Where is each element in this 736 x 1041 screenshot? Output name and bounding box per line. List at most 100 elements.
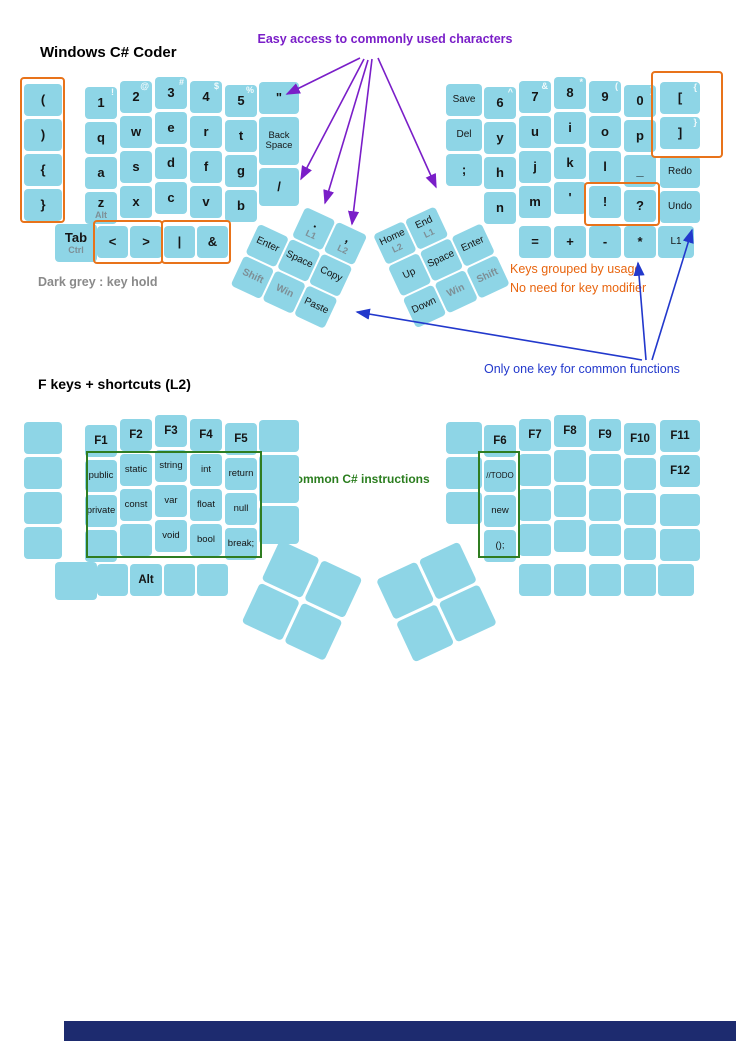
key-equals[interactable]: = [519, 226, 551, 258]
key-7[interactable]: &7 [519, 81, 551, 113]
key-f5[interactable]: F5 [225, 423, 257, 455]
key-int[interactable]: int [190, 454, 222, 486]
key-del[interactable]: Del [446, 119, 482, 151]
key-y[interactable]: y [484, 122, 516, 154]
key-f[interactable]: f [190, 151, 222, 183]
key-i[interactable]: i [554, 112, 586, 144]
key-todo-comment[interactable]: //TODO [484, 460, 516, 492]
key-close-paren[interactable]: ) [24, 119, 62, 151]
key-5[interactable]: %5 [225, 85, 257, 117]
key-9[interactable]: (9 [589, 81, 621, 113]
key-f11[interactable]: F11 [660, 420, 700, 452]
key-blank[interactable] [624, 564, 656, 596]
key-blank[interactable] [259, 506, 299, 544]
key-p[interactable]: p [624, 120, 656, 152]
key-4[interactable]: $4 [190, 81, 222, 113]
key-blank[interactable] [660, 529, 700, 561]
key-open-paren[interactable]: ( [24, 84, 62, 116]
key-j[interactable]: j [519, 151, 551, 183]
key-f2[interactable]: F2 [120, 419, 152, 451]
key-blank[interactable] [24, 492, 62, 524]
key-0[interactable]: )0 [624, 85, 656, 117]
key-minus[interactable]: - [589, 226, 621, 258]
key-close-brace[interactable]: } [24, 189, 62, 221]
key-blank[interactable] [259, 455, 299, 503]
key-d[interactable]: d [155, 147, 187, 179]
key-blank[interactable] [519, 489, 551, 521]
key-b[interactable]: b [225, 190, 257, 222]
key-n[interactable]: n [484, 192, 516, 224]
key-var[interactable]: var [155, 485, 187, 517]
key-2[interactable]: @2 [120, 81, 152, 113]
key-blank[interactable] [164, 564, 195, 596]
key-w[interactable]: w [120, 116, 152, 148]
key-bool[interactable]: bool [190, 524, 222, 556]
key-u[interactable]: u [519, 116, 551, 148]
key-alt[interactable]: Alt [130, 564, 162, 596]
key-k[interactable]: k [554, 147, 586, 179]
key-blank[interactable] [589, 524, 621, 556]
key-pipe[interactable]: | [164, 226, 195, 258]
key-underscore[interactable]: _ [624, 155, 656, 187]
key-blank[interactable] [519, 564, 551, 596]
key-c[interactable]: c [155, 182, 187, 214]
key-f7[interactable]: F7 [519, 419, 551, 451]
key-f4[interactable]: F4 [190, 419, 222, 451]
key-m[interactable]: m [519, 186, 551, 218]
key-blank[interactable] [554, 450, 586, 482]
key-blank[interactable] [259, 420, 299, 452]
key-blank[interactable] [197, 564, 228, 596]
key-blank[interactable] [554, 485, 586, 517]
key-g[interactable]: g [225, 155, 257, 187]
key-blank[interactable] [97, 564, 128, 596]
key-blank[interactable] [24, 527, 62, 559]
key-close-bracket[interactable]: }] [660, 117, 700, 149]
key-8[interactable]: *8 [554, 77, 586, 109]
key-blank[interactable] [554, 564, 586, 596]
key-s[interactable]: s [120, 151, 152, 183]
key-string[interactable]: string [155, 450, 187, 482]
key-f10[interactable]: F10 [624, 423, 656, 455]
key-q[interactable]: q [85, 122, 117, 154]
key-blank[interactable] [589, 564, 621, 596]
key-v[interactable]: v [190, 186, 222, 218]
key-blank[interactable] [589, 454, 621, 486]
key-f8[interactable]: F8 [554, 415, 586, 447]
key-float[interactable]: float [190, 489, 222, 521]
key-public[interactable]: public [85, 460, 117, 492]
key-blank[interactable] [554, 520, 586, 552]
key-blank[interactable] [24, 422, 62, 454]
key-blank[interactable] [519, 524, 551, 556]
key-backspace[interactable]: Back Space [259, 117, 299, 165]
key-break[interactable]: break; [225, 528, 257, 560]
key-blank[interactable] [446, 457, 482, 489]
key-h[interactable]: h [484, 157, 516, 189]
key-a[interactable]: a [85, 157, 117, 189]
key-blank[interactable] [589, 489, 621, 521]
key-null[interactable]: null [225, 493, 257, 525]
key-blank[interactable] [658, 564, 694, 596]
key-const[interactable]: const [120, 489, 152, 521]
key-slash[interactable]: / [259, 168, 299, 206]
key-greater-than[interactable]: > [130, 226, 162, 258]
key-f12[interactable]: F12 [660, 455, 700, 487]
key-less-than[interactable]: < [97, 226, 128, 258]
key-t[interactable]: t [225, 120, 257, 152]
key-new[interactable]: new [484, 495, 516, 527]
key-return[interactable]: return [225, 458, 257, 490]
key-blank[interactable] [624, 528, 656, 560]
key-blank[interactable] [446, 422, 482, 454]
key-blank[interactable] [55, 562, 97, 600]
key-question[interactable]: ? [624, 190, 656, 222]
key-r[interactable]: r [190, 116, 222, 148]
key-undo[interactable]: Undo [660, 191, 700, 223]
key-blank[interactable] [660, 494, 700, 526]
key-plus[interactable]: + [554, 226, 586, 258]
key-redo[interactable]: Redo [660, 156, 700, 188]
key-open-brace[interactable]: { [24, 154, 62, 186]
key-apostrophe[interactable]: ' [554, 182, 586, 214]
key-3[interactable]: #3 [155, 77, 187, 109]
key-blank[interactable] [120, 524, 152, 556]
